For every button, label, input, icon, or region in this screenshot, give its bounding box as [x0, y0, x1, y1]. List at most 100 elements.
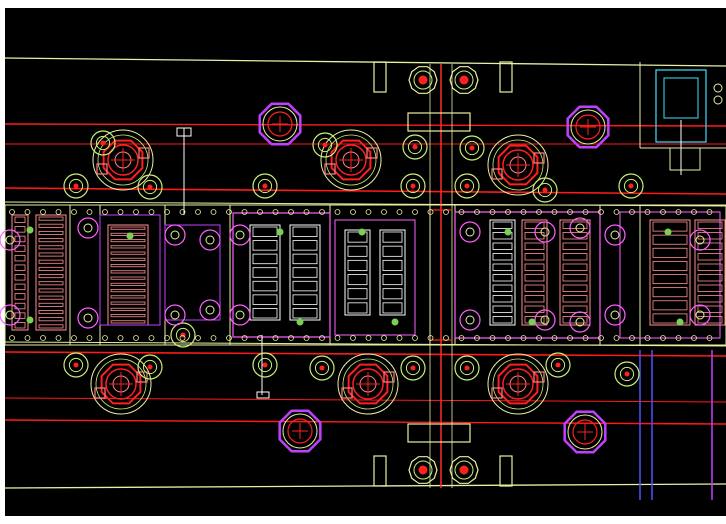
dowel-center: [464, 183, 470, 189]
dowel-inner: [257, 178, 273, 194]
insert-row: [382, 245, 403, 257]
bolt-ring: [325, 134, 377, 186]
fastener-ring: [567, 414, 603, 450]
dot-top-3: [55, 209, 62, 215]
dowel-inner: [405, 178, 421, 194]
dowel-pin-icon: [408, 456, 438, 484]
top-outline-line: [4, 57, 726, 67]
insert-frame: [344, 229, 371, 316]
dowel-pin-icon: [408, 66, 438, 94]
sensor-inner: [663, 77, 699, 119]
punch-insert-icon: [35, 214, 67, 331]
bolt-tab: [383, 371, 395, 383]
bolt-tab: [324, 163, 336, 175]
strip-hole-10: [534, 221, 556, 243]
dot-top-43: [675, 209, 682, 215]
slot-left-top: [373, 61, 387, 93]
bolt-ring: [492, 139, 544, 191]
bolt-tab: [136, 371, 148, 383]
insert-row: [38, 317, 64, 322]
dowel-outer: [614, 361, 640, 387]
insert-frame: [249, 224, 281, 321]
purple-frame-1: [99, 214, 161, 326]
dot-bottom-28: [443, 335, 449, 341]
dot-top-39: [613, 209, 620, 215]
insert-row: [110, 264, 146, 268]
insert-row: [562, 263, 588, 271]
red-dowel-fill: [459, 465, 469, 475]
dowel-center: [628, 183, 634, 189]
magenta-frame-4: [619, 211, 721, 339]
fastener-icon: [563, 410, 607, 454]
bolt-core: [502, 368, 534, 400]
fastener-core: [572, 419, 598, 445]
dot-bottom-12: [195, 335, 201, 341]
red-dowel-fill: [459, 75, 469, 85]
insert-row: [110, 307, 146, 311]
dot-top-36: [567, 209, 573, 215]
dot-bottom-26: [412, 335, 418, 341]
dot-bottom-39: [613, 335, 620, 341]
insert-row: [110, 270, 146, 274]
bolt-outer-ring: [487, 353, 549, 415]
dot-bottom-0: [9, 335, 15, 341]
dot-bottom-30: [474, 335, 480, 341]
insert-row: [492, 295, 513, 303]
dowel-inner: [257, 357, 273, 373]
dot-top-17: [272, 209, 279, 215]
dot-bottom-16: [257, 335, 263, 341]
dot-top-41: [644, 209, 651, 215]
dot-bottom-18: [288, 335, 294, 341]
dowel-outer: [454, 355, 480, 381]
dowel-outer: [545, 352, 571, 378]
strip-hole-7: [229, 304, 251, 326]
magenta-frame-2: [334, 219, 416, 336]
insert-row: [492, 221, 513, 229]
punch-insert-icon: [107, 224, 149, 326]
dot-bottom-10: [164, 335, 170, 341]
fastener-core: [575, 114, 601, 140]
dot-bottom-22: [350, 335, 356, 341]
dot-top-7: [117, 209, 124, 215]
dowel-pin-icon: [252, 173, 278, 199]
insert-row: [524, 242, 545, 250]
dowel-center: [100, 140, 106, 146]
leader-tag-top: [176, 127, 192, 137]
dot-top-30: [474, 209, 480, 215]
dowel-center: [410, 365, 416, 371]
insert-row: [14, 254, 26, 262]
insert-row: [697, 274, 723, 282]
strip-hole-4: [199, 229, 221, 251]
strip-top-rail: [4, 187, 726, 195]
dot-bottom-8: [133, 335, 139, 341]
dowel-center: [262, 183, 268, 189]
dot-top-32: [505, 209, 511, 215]
pilot-1: [26, 316, 34, 324]
dowel-center: [464, 365, 470, 371]
insert-row: [110, 301, 146, 305]
bolt-tab: [533, 152, 545, 164]
dot-top-2: [40, 209, 46, 215]
dowel-pin-icon: [400, 173, 426, 199]
fastener-ring: [282, 413, 318, 449]
dot-top-6: [102, 209, 108, 215]
insert-row: [652, 234, 688, 245]
dot-bottom-11: [179, 335, 186, 341]
dowel-center: [319, 365, 325, 371]
dot-top-45: [706, 209, 713, 215]
pilot-6: [391, 318, 399, 326]
fastener-core: [287, 418, 313, 444]
insert-row: [38, 310, 64, 315]
insert-row: [652, 247, 688, 258]
dot-top-24: [381, 209, 387, 215]
bolt-tab: [138, 147, 150, 159]
dowel-inner: [537, 182, 553, 198]
dowel-inner: [619, 366, 635, 382]
dowel-pin-icon: [454, 173, 480, 199]
insert-row: [252, 253, 278, 265]
insert-row: [110, 239, 146, 243]
dot-bottom-35: [551, 335, 558, 341]
insert-row: [292, 253, 318, 265]
